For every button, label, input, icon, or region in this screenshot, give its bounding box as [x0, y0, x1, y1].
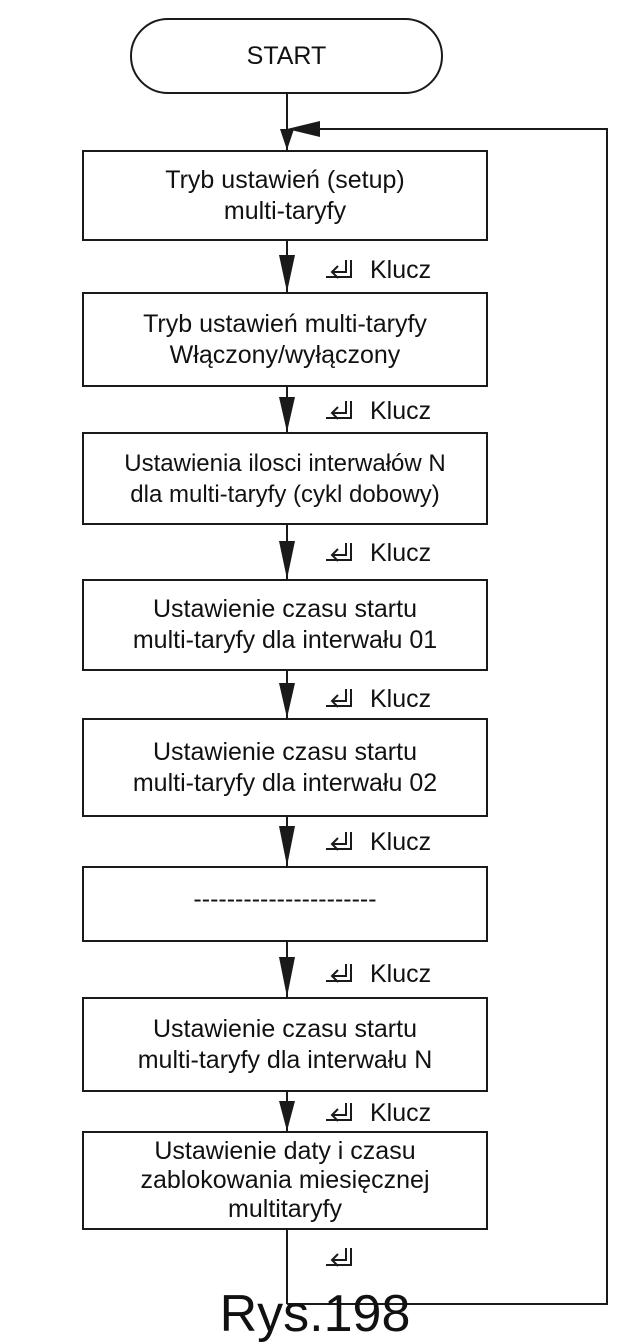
arrow-head [280, 129, 294, 150]
key-label: Klucz [370, 828, 432, 856]
step-text: Ustawienie czasu startu [152, 1014, 417, 1043]
key-label: Klucz [370, 960, 432, 988]
arrow-head [279, 255, 295, 292]
key-annotation-final [322, 1246, 370, 1272]
step-text: Ustawienie czasu startu [152, 737, 417, 766]
arrow-head [279, 683, 295, 718]
key-annotation: Klucz [322, 256, 431, 285]
arrow-head [279, 1101, 295, 1131]
enter-key-icon [326, 400, 352, 420]
key-annotation: Klucz [322, 539, 431, 568]
step-start-interval-01: Ustawienie czasu startu multi-taryfy dla… [82, 579, 488, 671]
step-start-interval-02: Ustawienie czasu startu multi-taryfy dla… [82, 718, 488, 817]
enter-key-icon [326, 1102, 352, 1122]
loop-arrow-head [287, 121, 320, 137]
step-text: ---------------------- [193, 885, 377, 913]
key-annotation: Klucz [322, 397, 431, 426]
step-monthly-lock: Ustawienie daty i czasu zablokowania mie… [82, 1131, 488, 1230]
step-text: multi-taryfy [223, 196, 347, 225]
step-text: multitaryfy [228, 1195, 342, 1223]
arrow-head [279, 957, 295, 997]
key-label: Klucz [370, 256, 432, 284]
step-text: Tryb ustawień (setup) [165, 165, 405, 194]
enter-key-icon [326, 259, 352, 279]
step-text: multi-taryfy dla interwału 01 [132, 626, 438, 654]
step-text: multi-taryfy dla interwału 02 [132, 768, 438, 797]
step-text: Ustawienie daty i czasu [154, 1137, 416, 1165]
step-text: Ustawienia ilosci interwałów N [124, 449, 446, 477]
step-text: dla multi-taryfy (cykl dobowy) [130, 480, 440, 508]
step-ellipsis: ---------------------- [82, 866, 488, 942]
figure-caption: Rys.198 [219, 1285, 411, 1343]
step-text: Tryb ustawień multi-taryfy [143, 309, 427, 338]
enter-key-icon [326, 963, 352, 983]
arrow-head [279, 397, 295, 432]
step-setup-mode: Tryb ustawień (setup) multi-taryfy [82, 150, 488, 241]
key-label: Klucz [370, 1099, 432, 1127]
key-label: Klucz [370, 685, 432, 713]
key-annotation: Klucz [322, 1099, 431, 1128]
enter-key-icon [326, 542, 352, 562]
arrow-head [279, 541, 295, 579]
step-text: multi-taryfy dla interwału N [137, 1045, 433, 1074]
key-label: Klucz [370, 397, 432, 425]
start-terminal: START [130, 18, 443, 94]
step-text: Ustawienie czasu startu [152, 595, 417, 623]
enter-key-icon [326, 831, 352, 851]
step-text: Włączony/wyłączony [169, 340, 401, 369]
key-annotation: Klucz [322, 828, 431, 857]
start-label: START [246, 41, 327, 70]
enter-key-icon [326, 1248, 352, 1267]
arrow-head [279, 826, 295, 866]
step-start-interval-n: Ustawienie czasu startu multi-taryfy dla… [82, 997, 488, 1092]
key-label: Klucz [370, 539, 432, 567]
step-text: zablokowania miesięcznej [140, 1166, 430, 1194]
enter-key-icon [326, 688, 352, 708]
step-enable-disable: Tryb ustawień multi-taryfy Włączony/wyłą… [82, 292, 488, 387]
key-annotation: Klucz [322, 960, 431, 989]
step-interval-count: Ustawienia ilosci interwałów N dla multi… [82, 432, 488, 525]
key-annotation: Klucz [322, 685, 431, 714]
